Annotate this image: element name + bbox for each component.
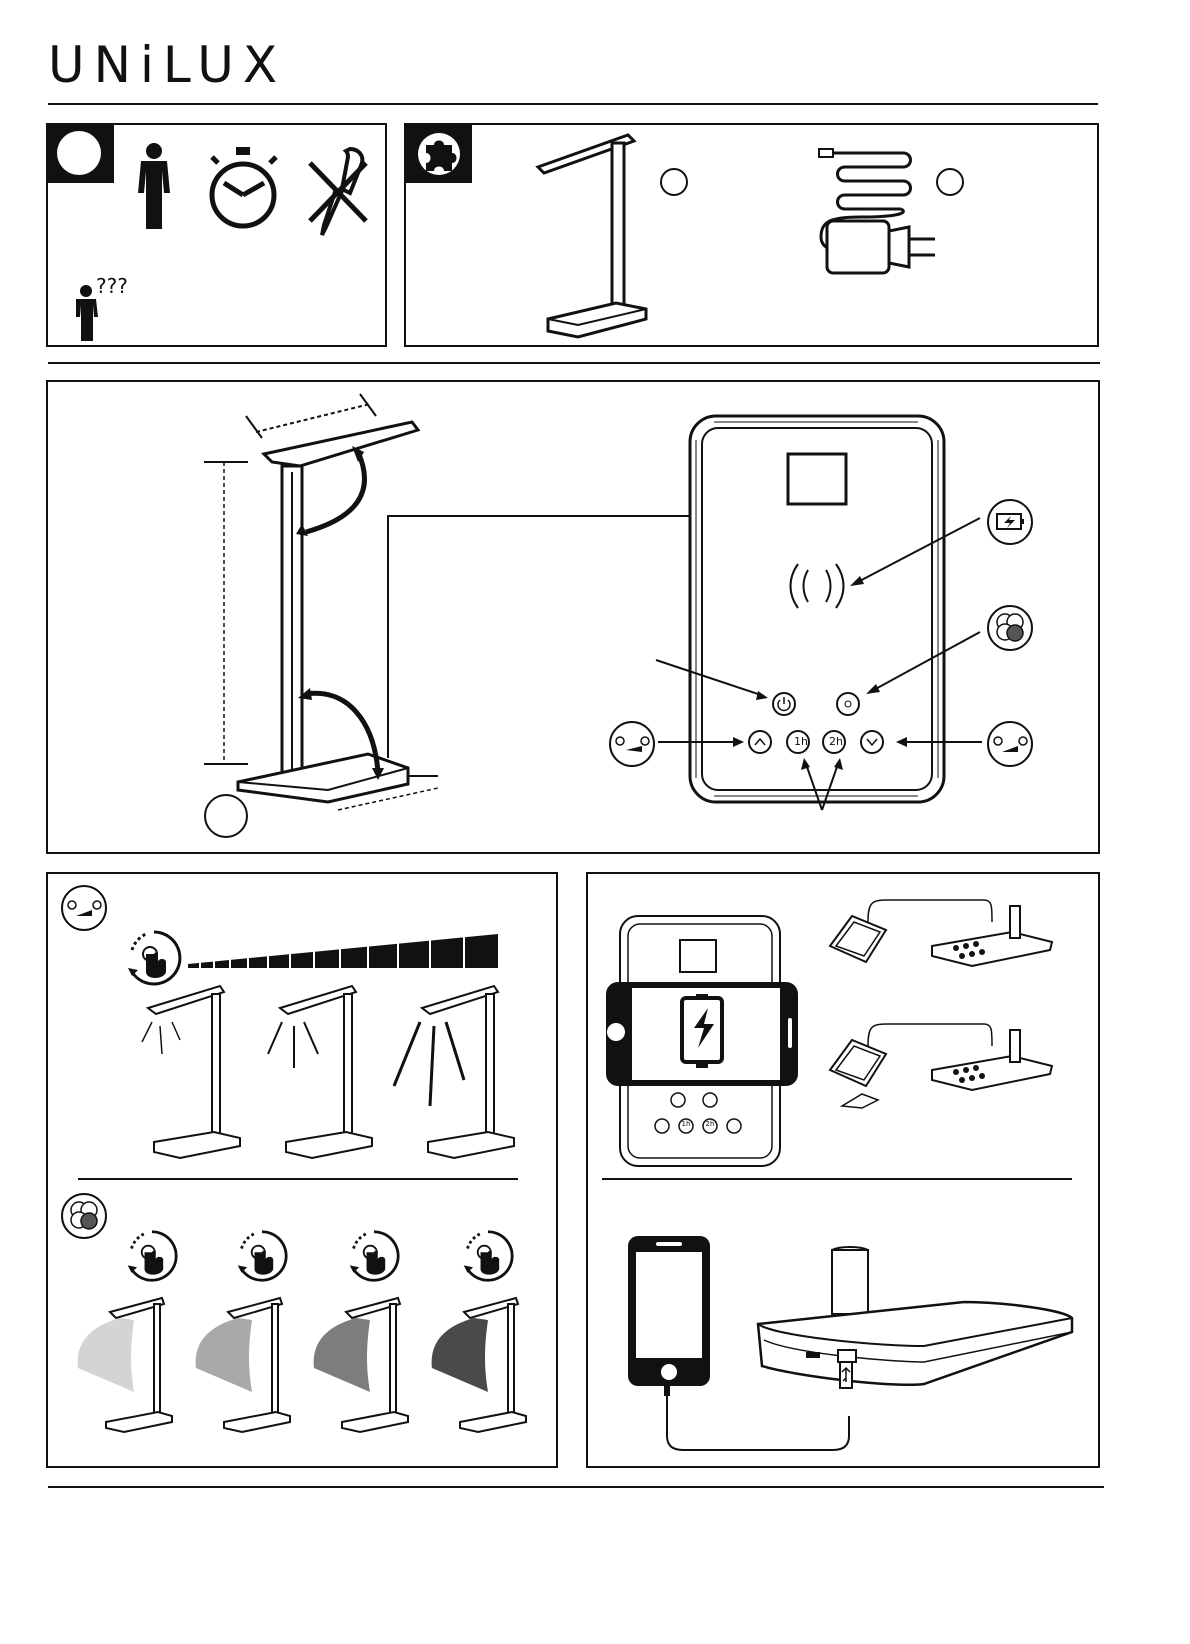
brightness-bar-scale (184, 930, 502, 970)
confused-person-icon: ??? (72, 273, 136, 345)
item-number-1 (660, 168, 688, 196)
lamp-base-usb-port (754, 1244, 1084, 1404)
color-lamp-neutral (192, 1298, 292, 1434)
brand-logo: UNiLUX (48, 36, 286, 94)
touch-hold-icon (124, 928, 184, 988)
panel-divider (78, 1178, 518, 1180)
wireless-charging-base (618, 914, 784, 1170)
phone-on-base-diagram (822, 886, 1062, 982)
wireless-charging-icon (986, 498, 1034, 546)
smartphone-icon (626, 1234, 712, 1390)
dimension-marker (204, 794, 248, 838)
touch-hold-icon (234, 1228, 290, 1284)
step-marker (48, 125, 114, 183)
touch-hold-icon (346, 1228, 402, 1284)
color-temperature-icon (60, 1192, 108, 1240)
color-lamp-cool (310, 1298, 410, 1434)
brightness-lamp-low (134, 982, 244, 1162)
section-divider (48, 362, 1100, 364)
footer-divider (48, 1486, 1104, 1488)
svg-text:???: ??? (96, 274, 128, 298)
touch-hold-icon (124, 1228, 180, 1284)
brightness-down-icon (608, 720, 656, 768)
color-lamp-warm (74, 1298, 174, 1434)
clock-icon (208, 145, 280, 233)
brightness-up-icon (986, 720, 1034, 768)
charger-adapter-icon (811, 143, 941, 278)
item-number-2 (936, 168, 964, 196)
panel-divider (602, 1178, 1072, 1180)
color-lamp-daylight (428, 1298, 528, 1434)
puzzle-icon (406, 125, 472, 183)
overview-panel: 1h 2h (46, 380, 1100, 854)
no-screwdriver-icon (306, 145, 372, 237)
desk-lamp-icon (536, 133, 651, 343)
timer-2h-label: 2h (704, 1120, 716, 1128)
brightness-up-icon (60, 884, 108, 932)
timer-1h-label: 1h (680, 1120, 692, 1128)
requirements-panel: ??? (46, 123, 387, 347)
charging-panel: 1h 2h (586, 872, 1100, 1468)
light-modes-panel (46, 872, 558, 1468)
brightness-lamp-mid (266, 982, 376, 1162)
person-icon (134, 141, 174, 231)
header-divider (48, 103, 1098, 105)
control-callout-arrows (588, 502, 988, 822)
contents-panel (404, 123, 1099, 347)
phone-on-base-diagram (822, 1010, 1062, 1110)
color-temperature-icon (986, 604, 1034, 652)
touch-hold-icon (460, 1228, 516, 1284)
